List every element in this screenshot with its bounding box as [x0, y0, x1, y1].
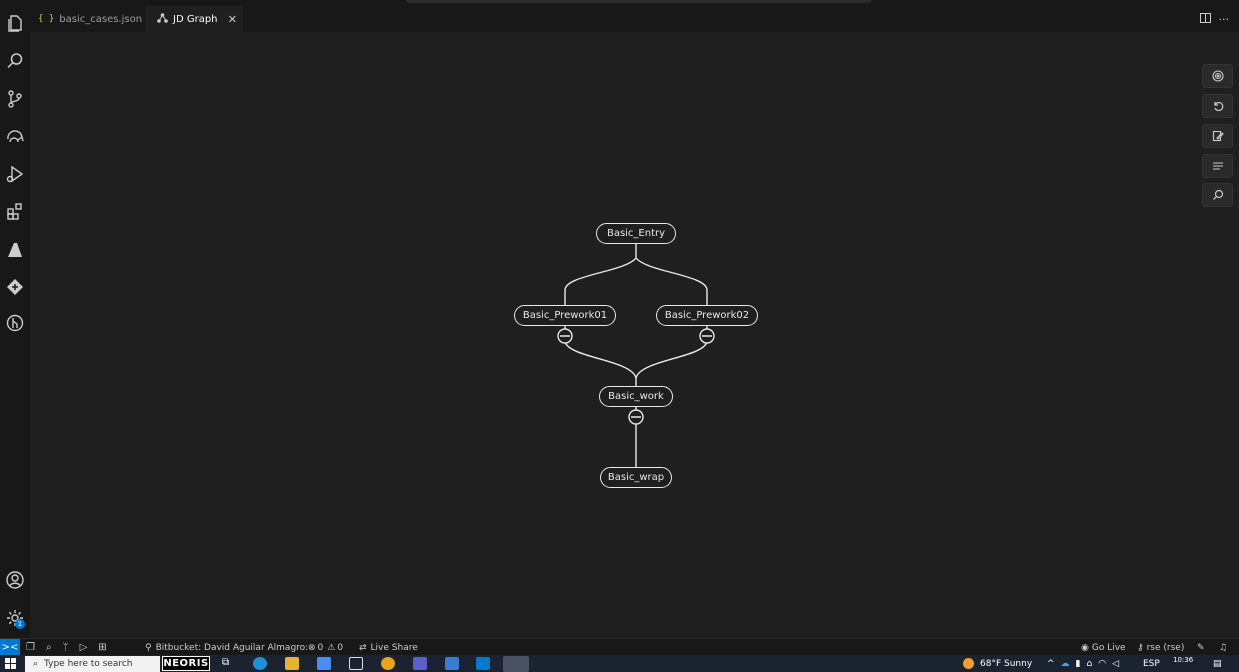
- chrome-icon[interactable]: [381, 657, 395, 670]
- active-app-icon[interactable]: [503, 656, 529, 672]
- problems-status[interactable]: ⊗ 0 ⚠ 0: [308, 639, 343, 656]
- store-icon[interactable]: [317, 657, 331, 670]
- volume-icon[interactable]: ◁: [1112, 658, 1119, 669]
- warning-count: 0: [337, 642, 344, 653]
- weather-label: 68°F Sunny: [980, 658, 1033, 669]
- timeline-icon[interactable]: [0, 308, 30, 338]
- notification-badge: 1: [15, 619, 25, 629]
- file-explorer-icon[interactable]: [285, 657, 299, 670]
- split-editor-icon[interactable]: [1199, 12, 1211, 26]
- go-live-status[interactable]: ◉ Go Live: [1081, 639, 1126, 656]
- feedback-icon[interactable]: ✎: [1197, 642, 1205, 653]
- key-icon: ⚷: [1137, 642, 1144, 653]
- source-control-icon[interactable]: [0, 84, 30, 114]
- bitbucket-status[interactable]: ⚲ Bitbucket: David Aguilar Almagro:: [145, 639, 308, 656]
- graph-editor[interactable]: [30, 32, 1239, 638]
- teams-icon[interactable]: [413, 657, 427, 670]
- json-braces-icon: { }: [38, 14, 55, 24]
- list-icon[interactable]: [1202, 154, 1233, 178]
- remote-indicator[interactable]: ><: [0, 639, 20, 656]
- extensions-icon[interactable]: ⊞: [98, 642, 107, 653]
- windows-taskbar: ⌕ Type here to search NEORIS ⧉ 68°F Sunn…: [0, 655, 1239, 672]
- taskbar-search-input[interactable]: ⌕ Type here to search: [25, 656, 160, 672]
- search-placeholder: Type here to search: [44, 659, 133, 669]
- azure-icon[interactable]: [0, 235, 30, 265]
- search-icon[interactable]: [0, 46, 30, 76]
- graph-icon: [157, 12, 168, 26]
- task-view-icon[interactable]: ⧉: [222, 657, 230, 668]
- graph-node-entry[interactable]: Basic_Entry: [596, 223, 676, 244]
- language-indicator[interactable]: ESP: [1143, 658, 1160, 669]
- run-debug-icon[interactable]: ▷: [79, 642, 88, 653]
- activity-bar: 1: [0, 6, 30, 638]
- user-label: rse (rse): [1146, 642, 1185, 653]
- graph-node-prework02[interactable]: Basic_Prework02: [656, 305, 758, 326]
- search-icon[interactable]: ⌕: [45, 642, 52, 653]
- sun-icon: [963, 658, 974, 669]
- account-icon[interactable]: [0, 565, 30, 595]
- warning-icon: ⚠: [327, 642, 336, 653]
- target-icon[interactable]: [1202, 64, 1233, 88]
- mic-icon[interactable]: ▮: [1075, 658, 1081, 669]
- broadcast-icon: ◉: [1081, 642, 1089, 653]
- error-icon: ⊗: [308, 642, 316, 653]
- run-debug-icon[interactable]: [0, 159, 30, 189]
- explorer-icon[interactable]: [0, 8, 30, 38]
- bitbucket-label: Bitbucket: David Aguilar Almagro:: [155, 642, 309, 653]
- chevron-up-icon[interactable]: ^: [1047, 658, 1055, 669]
- edit-icon[interactable]: [1202, 124, 1233, 148]
- bell-icon[interactable]: ♫: [1219, 642, 1228, 653]
- close-icon[interactable]: ✕: [227, 12, 237, 26]
- weather-widget[interactable]: 68°F Sunny: [963, 655, 1032, 672]
- neoris-logo[interactable]: NEORIS: [162, 656, 210, 671]
- extensions-icon[interactable]: [0, 196, 30, 226]
- notifications-icon[interactable]: ▤: [1213, 658, 1222, 669]
- search-icon[interactable]: [1202, 183, 1233, 207]
- tab-bar: { } basic_cases.json JD Graph ✕ ···: [30, 6, 1239, 32]
- tab-basic-cases-json[interactable]: { } basic_cases.json: [30, 6, 147, 32]
- wifi-icon[interactable]: ◠: [1098, 658, 1107, 669]
- tab-label: basic_cases.json: [59, 13, 143, 25]
- tab-label: JD Graph: [173, 13, 218, 25]
- go-live-label: Go Live: [1091, 642, 1126, 653]
- undo-icon[interactable]: [1202, 94, 1233, 118]
- search-icon: ⌕: [33, 659, 39, 669]
- explorer-icon[interactable]: ❐: [26, 642, 35, 653]
- tab-jd-graph[interactable]: JD Graph ✕: [147, 6, 243, 32]
- network-icon[interactable]: ⌂: [1086, 658, 1093, 669]
- status-bar: >< ❐ ⌕ ᛘ ▷ ⊞ ⚲ Bitbucket: David Aguilar …: [0, 638, 1239, 656]
- vscode-icon[interactable]: [476, 657, 490, 670]
- live-share-icon: ⇄: [359, 642, 367, 653]
- media-player-icon[interactable]: [445, 657, 459, 670]
- status-icons: ❐ ⌕ ᛘ ▷ ⊞: [26, 639, 107, 656]
- command-center[interactable]: [406, 0, 872, 3]
- app-cube-icon[interactable]: [349, 657, 363, 670]
- more-actions-icon[interactable]: ···: [1218, 12, 1230, 26]
- bitbucket-icon: ⚲: [145, 642, 152, 653]
- error-count: 0: [317, 642, 324, 653]
- source-control-icon[interactable]: ᛘ: [62, 642, 69, 653]
- system-tray[interactable]: ^ ☁ ▮ ⌂ ◠ ◁: [1047, 655, 1119, 672]
- remote-explorer-icon[interactable]: [0, 122, 30, 152]
- graph-node-work[interactable]: Basic_work: [599, 386, 673, 407]
- title-bar: [0, 0, 1239, 6]
- clock[interactable]: 10:36: [1173, 656, 1194, 664]
- windows-start-icon[interactable]: [5, 655, 16, 672]
- live-share-status[interactable]: ⇄ Live Share: [359, 639, 418, 656]
- graph-node-wrap[interactable]: Basic_wrap: [600, 467, 672, 488]
- live-share-label: Live Share: [370, 642, 418, 653]
- git-lens-icon[interactable]: [0, 272, 30, 302]
- gear-icon[interactable]: 1: [0, 603, 30, 633]
- user-status[interactable]: ⚷ rse (rse): [1137, 639, 1184, 656]
- edge-browser-icon[interactable]: [253, 657, 267, 670]
- onedrive-icon[interactable]: ☁: [1060, 658, 1070, 669]
- graph-node-prework01[interactable]: Basic_Prework01: [514, 305, 616, 326]
